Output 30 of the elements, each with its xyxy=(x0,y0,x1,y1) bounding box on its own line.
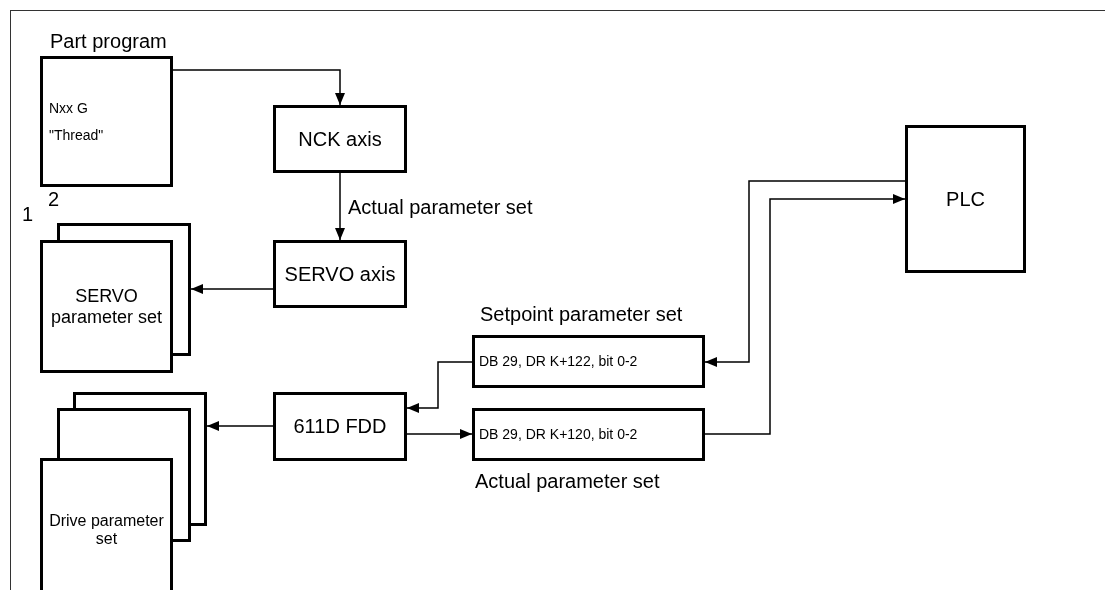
node-text: SERVO axis xyxy=(284,262,396,286)
node-text: NCK axis xyxy=(298,127,382,151)
node-text: "Thread" xyxy=(49,126,104,143)
arrow xyxy=(406,429,473,439)
edge-label: Actual parameter set xyxy=(346,196,535,219)
process-box xyxy=(273,240,407,308)
sheet-number: 2 xyxy=(48,188,60,211)
node-heading: Setpoint parameter set xyxy=(480,303,683,326)
node-text: DB 29, DR K+122, bit 0-2 xyxy=(479,353,638,370)
node-text: Nxx G xyxy=(49,100,88,117)
node-text: PLC xyxy=(946,187,985,211)
process-box xyxy=(273,392,407,461)
sheet-number: 1 xyxy=(22,203,34,226)
arrow xyxy=(172,69,345,106)
arrow xyxy=(335,172,345,241)
node-caption: Actual parameter set xyxy=(475,470,660,493)
node-text: 611D FDD xyxy=(293,415,387,438)
arrow xyxy=(704,180,906,367)
node-text: SERVO parameter set xyxy=(49,285,164,328)
parameter-sheet-stack xyxy=(40,223,191,373)
node-text: DB 29, DR K+120, bit 0-2 xyxy=(479,426,638,443)
node-heading: Part program xyxy=(50,30,167,53)
node-text: Drive parameter set xyxy=(48,511,165,549)
arrow xyxy=(704,194,906,435)
process-box xyxy=(273,105,407,173)
arrow xyxy=(190,284,274,294)
parameter-sheet-stack xyxy=(40,392,207,590)
process-box xyxy=(905,125,1026,273)
arrow xyxy=(406,361,473,413)
arrow xyxy=(206,421,274,431)
